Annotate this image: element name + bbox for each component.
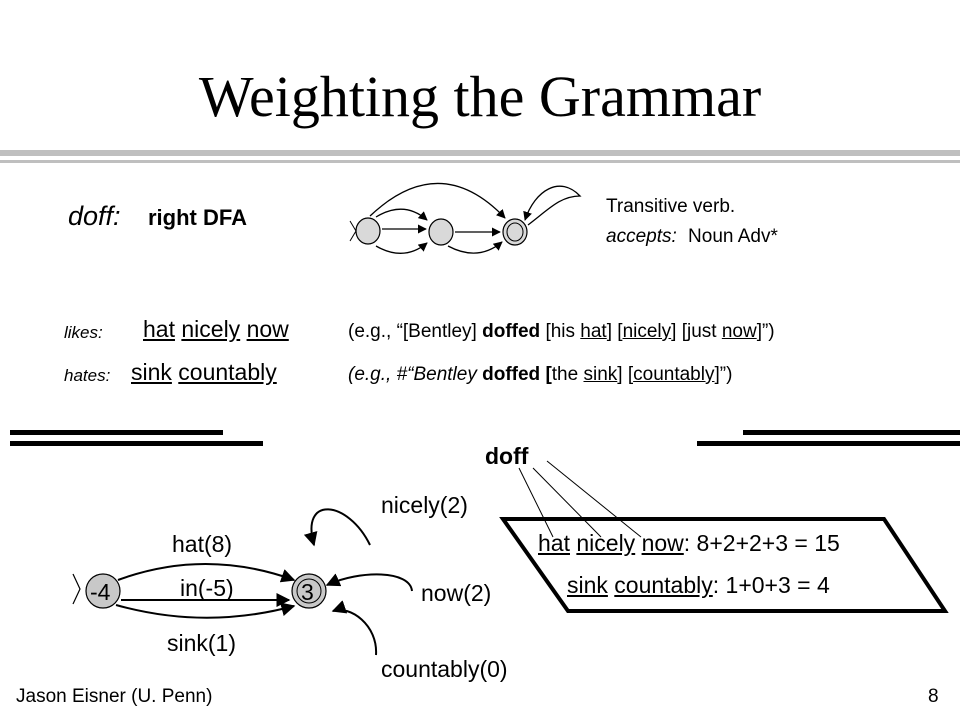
likes-example-word: now <box>721 321 757 342</box>
scoring-word: now <box>641 530 684 556</box>
accepts-label: accepts: <box>606 226 677 247</box>
edge-label-hat: hat(8) <box>172 531 233 557</box>
edge-label-now: now(2) <box>421 580 492 606</box>
end-state-label: 3 <box>301 579 314 605</box>
start-marker <box>72 573 81 605</box>
loop-nicely <box>303 508 371 547</box>
left-rule-bottom <box>10 441 263 446</box>
likes-example-text: ] [just <box>671 321 722 342</box>
slide-title: Weighting the Grammar <box>198 64 762 129</box>
hates-word: sink <box>131 359 172 385</box>
link-line-now <box>546 460 642 538</box>
small-dfa-final-ring <box>506 222 524 242</box>
small-dfa-edge <box>369 182 506 219</box>
footer-author: Jason Eisner (U. Penn) <box>16 686 213 707</box>
hates-example: (e.g., #“Bentley doffed [the sink] [coun… <box>348 364 732 386</box>
likes-words: hat nicely now <box>143 316 289 343</box>
left-rule-top <box>10 430 223 435</box>
likes-example-verb: doffed <box>482 321 541 342</box>
right-rule-bottom <box>697 441 960 446</box>
edge-label-in: in(-5) <box>180 575 234 601</box>
small-dfa-edge <box>375 242 428 254</box>
likes-example-text: ] [ <box>606 321 623 342</box>
hates-example-text: ] [ <box>617 364 634 385</box>
hates-example-text: the <box>551 364 584 385</box>
hates-example-word: countably <box>633 364 715 385</box>
hates-example-verb: doffed [ <box>482 364 552 385</box>
doff-label: doff: <box>68 201 121 231</box>
scoring-calc: : 1+0+3 = 4 <box>712 572 830 598</box>
weighted-dfa <box>72 508 413 656</box>
scoring-word: countably <box>614 572 713 598</box>
likes-example-word: hat <box>580 321 607 342</box>
scoring-word: sink <box>567 572 608 598</box>
small-dfa <box>349 182 582 254</box>
scoring-word: nicely <box>576 530 636 556</box>
scoring-word: hat <box>538 530 570 556</box>
loop-now <box>325 573 413 592</box>
hates-words: sink countably <box>131 359 277 386</box>
hates-label: hates: <box>64 366 111 385</box>
edge-label-nicely: nicely(2) <box>381 492 468 518</box>
start-state-label: -4 <box>90 579 111 605</box>
accepts-value: Noun Adv* <box>688 226 778 247</box>
edge-label-sink: sink(1) <box>167 630 237 656</box>
small-dfa-start-marker <box>349 220 357 242</box>
small-dfa-edge <box>447 241 503 254</box>
right-dfa-label: right DFA <box>148 205 247 230</box>
scoring-parallelogram <box>499 517 949 613</box>
description-line1: Transitive verb. <box>606 196 736 217</box>
likes-example-prefix: (e.g., “[Bentley] <box>348 321 483 342</box>
scoring-box <box>499 460 949 613</box>
end-state-ring <box>296 578 322 604</box>
hates-example-prefix: (e.g., #“Bentley <box>348 364 483 385</box>
likes-word: now <box>246 316 289 342</box>
footer-page-number: 8 <box>928 686 939 707</box>
small-dfa-state <box>428 218 454 246</box>
edge-sink <box>115 602 296 619</box>
likes-example-word: nicely <box>622 321 672 342</box>
scoring-line2: sink countably: 1+0+3 = 4 <box>567 572 830 599</box>
hates-example-suffix: ]”) <box>714 364 733 385</box>
likes-example: (e.g., “[Bentley] doffed [his hat] [nice… <box>348 321 775 343</box>
likes-example-suffix: ]”) <box>756 321 775 342</box>
start-state-circle <box>85 573 121 609</box>
link-line-nicely <box>532 467 602 538</box>
hates-example-word: sink <box>583 364 618 385</box>
small-dfa-state <box>355 217 381 245</box>
edge-hat <box>117 563 296 583</box>
small-dfa-edge <box>375 208 428 221</box>
small-dfa-self-loop <box>523 185 582 226</box>
link-line-hat <box>518 467 554 538</box>
scoring-calc: : 8+2+2+3 = 15 <box>683 530 840 556</box>
likes-word: nicely <box>181 316 241 342</box>
edge-label-countably: countably(0) <box>381 656 508 682</box>
right-rule-top <box>743 430 960 435</box>
title-rule-thin <box>0 160 960 163</box>
likes-label: likes: <box>64 323 103 342</box>
scoring-head: doff <box>485 443 529 469</box>
loop-countably <box>331 600 378 656</box>
hates-word: countably <box>178 359 277 385</box>
title-rule <box>0 150 960 156</box>
likes-word: hat <box>143 316 175 342</box>
accepts-line: accepts: Noun Adv* <box>606 226 778 248</box>
scoring-line1: hat nicely now: 8+2+2+3 = 15 <box>538 530 840 557</box>
likes-example-text: [his <box>540 321 581 342</box>
